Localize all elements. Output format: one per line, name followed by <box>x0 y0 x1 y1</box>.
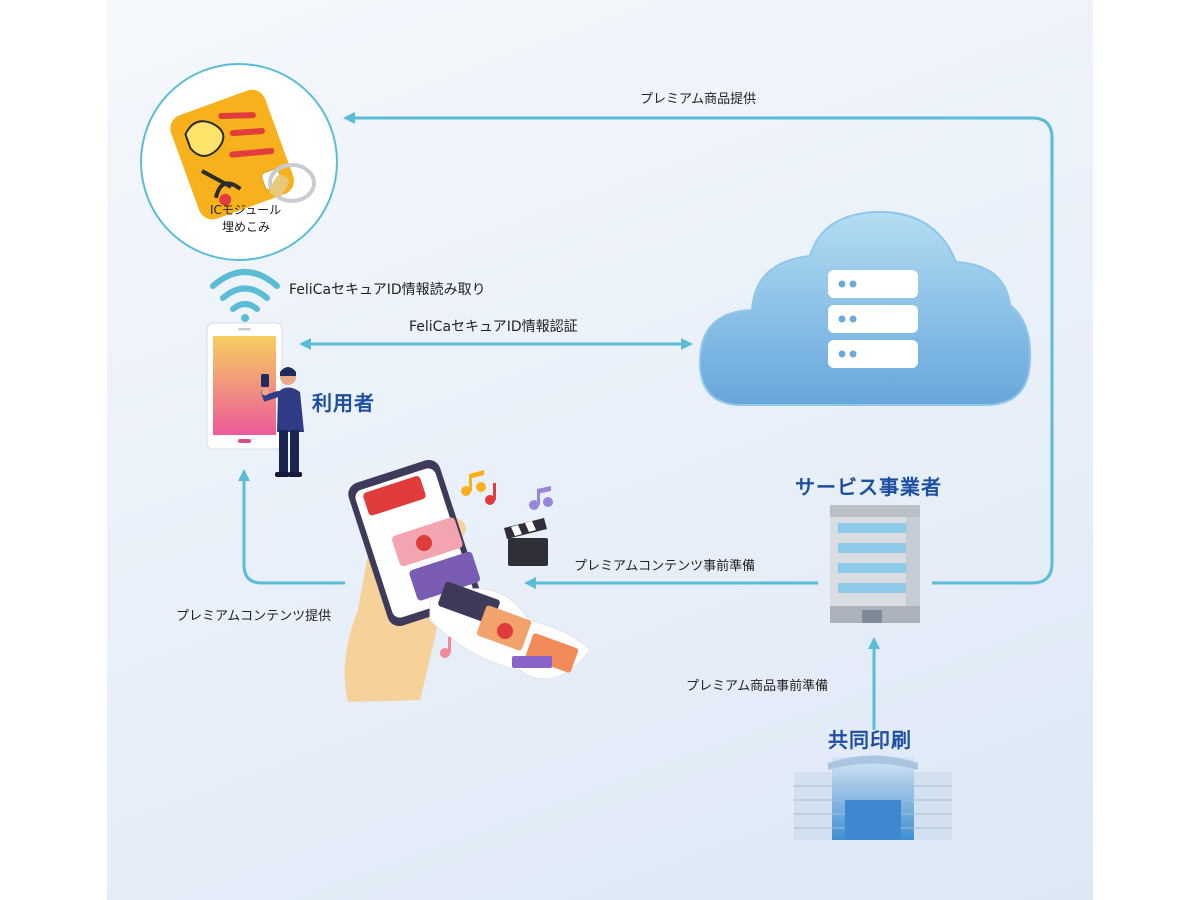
music-note-icon <box>529 486 553 510</box>
goods-prepare-label: プレミアム商品事前準備 <box>686 679 829 694</box>
felica-read-label: FeliCaセキュアID情報読み取り <box>289 282 486 298</box>
music-note-icon <box>461 470 486 496</box>
clapperboard-icon <box>504 518 548 566</box>
company-building-icon <box>794 755 952 840</box>
content-provide-label: プレミアムコンテンツ提供 <box>176 609 332 624</box>
music-note-icon <box>440 637 451 658</box>
smartphone-content-icon <box>344 459 591 702</box>
office-building-icon <box>830 505 920 623</box>
user-heading: 利用者 <box>312 391 375 415</box>
service-provider-heading: サービス事業者 <box>795 475 942 499</box>
felica-auth-label: FeliCaセキュアID情報認証 <box>409 319 578 335</box>
ic-card-keyholder-icon <box>170 89 316 220</box>
arrow-content-provide <box>238 469 345 585</box>
wifi-icon <box>210 269 280 312</box>
content-prepare-label: プレミアムコンテンツ事前準備 <box>574 559 756 574</box>
music-note-icon <box>485 483 496 505</box>
premium-goods-provide-label: プレミアム商品提供 <box>640 92 757 107</box>
kyodo-heading: 共同印刷 <box>828 728 912 752</box>
ic-module-label-line2: 埋めこみ <box>222 220 271 234</box>
ic-module-label-line1: ICモジュール <box>210 203 282 217</box>
person-icon <box>261 367 304 477</box>
ic-module-badge: ICモジュール 埋めこみ <box>140 63 338 261</box>
cloud-server-icon <box>698 210 1032 406</box>
tablet-icon <box>206 322 283 450</box>
arrow-premium-goods <box>343 112 1054 585</box>
